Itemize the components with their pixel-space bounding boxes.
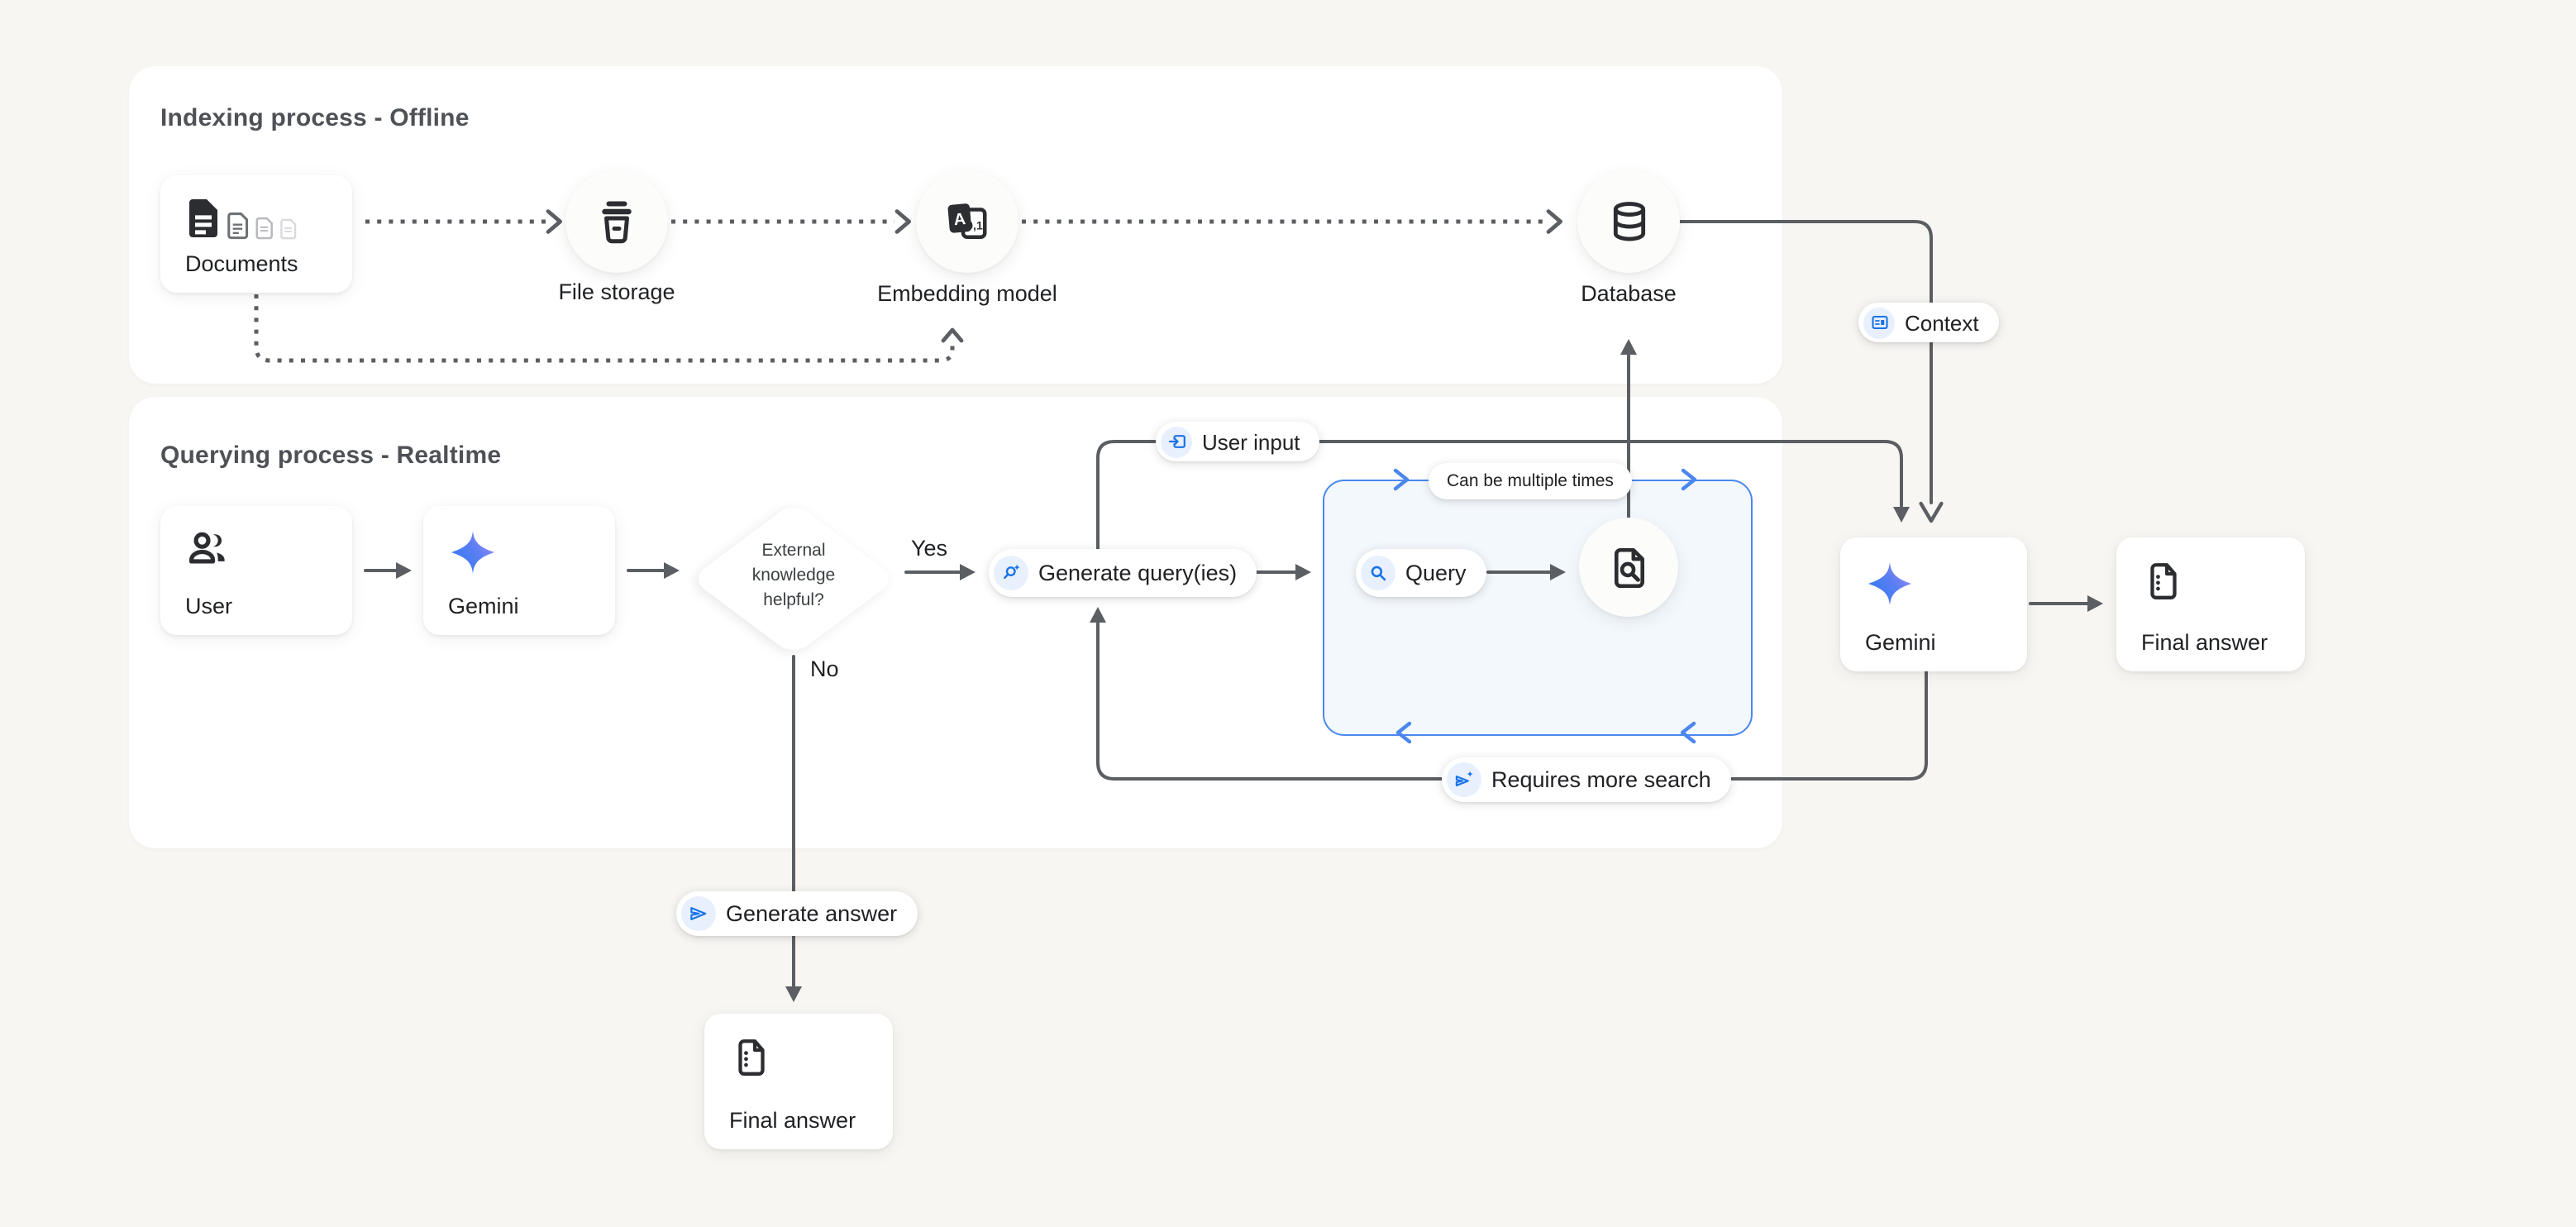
gemini-star-icon [448,528,498,577]
query-pill-label: Query [1405,561,1467,585]
input-icon [1161,426,1192,457]
generate-queries-pill: Generate query(ies) [989,549,1257,597]
can-be-multiple-times-pill: Can be multiple times [1429,463,1632,499]
article-icon [1863,307,1895,338]
context-pill-label: Context [1905,310,1979,335]
user-input-pill-label: User input [1202,429,1300,454]
gemini-star-icon [1865,559,1915,609]
generate-queries-label: Generate query(ies) [1038,561,1238,585]
document-icon-large [189,199,217,237]
can-be-multiple-times-label: Can be multiple times [1447,471,1614,491]
search-spark-icon [994,556,1028,590]
database-label: Database [1581,281,1677,306]
send-icon [681,896,716,931]
user-card: User [160,506,352,635]
generate-answer-pill: Generate answer [676,891,918,936]
draft-doc-icon [2141,559,2186,604]
requires-more-search-label: Requires more search [1491,767,1711,792]
documents-card: Documents [160,175,352,293]
users-icon-glyph [188,532,225,564]
database-icon [1612,201,1645,241]
gemini-star-glyph [1868,562,1911,605]
draft-doc-glyph [738,1039,765,1076]
query-pill: Query [1356,549,1486,597]
document-icon-medium [227,212,249,240]
documents-label: Documents [185,251,298,276]
generate-answer-label: Generate answer [726,901,898,926]
embedding-model-top-label: Embedding model [877,281,1057,306]
decision-label: External knowledge helpful? [751,541,836,611]
svg-text:A: A [953,210,966,229]
file-storage-label: File storage [558,279,675,304]
query-loop-box [1323,480,1753,736]
file-storage-node [565,170,668,273]
draft-doc-icon [729,1035,774,1080]
find-in-page-icon [1613,547,1644,588]
gemini-right-card: Gemini [1840,537,2027,671]
embedding-model-query-node [1579,518,1678,617]
requires-more-search-pill: Requires more search [1442,757,1731,802]
user-label: User [185,594,233,618]
gemini-star-glyph [451,531,494,574]
users-icon [185,528,231,571]
document-icon-tiny [280,218,297,240]
final-answer-bottom-card: Final answer [704,1014,893,1149]
document-icon-small [255,217,273,240]
send-spark-icon [1447,762,1481,797]
indexing-panel-title: Indexing process - Offline [160,104,470,132]
storage-bucket-icon [602,201,632,244]
edge-label-no: No [810,656,839,681]
final-answer-right-label: Final answer [2141,630,2268,655]
user-input-pill: User input [1156,422,1320,461]
draft-doc-glyph [2150,563,2177,599]
final-answer-right-card: Final answer [2116,537,2305,671]
gemini-right-label: Gemini [1865,630,1936,655]
context-chevron-arrowhead [1919,501,1944,523]
database-node [1577,170,1680,273]
querying-panel-title: Querying process - Realtime [160,442,502,470]
final-answer-bottom-label: Final answer [729,1108,856,1133]
embedding-translate-icon: 0,1 A [947,203,987,239]
search-icon [1361,556,1395,590]
documents-stack-icon [185,197,298,240]
gemini-left-label: Gemini [448,594,519,618]
context-pill: Context [1858,303,1999,342]
gemini-left-card: Gemini [423,506,615,635]
edge-label-yes: Yes [911,536,948,561]
embedding-model-top-node: 0,1 A [916,170,1018,273]
